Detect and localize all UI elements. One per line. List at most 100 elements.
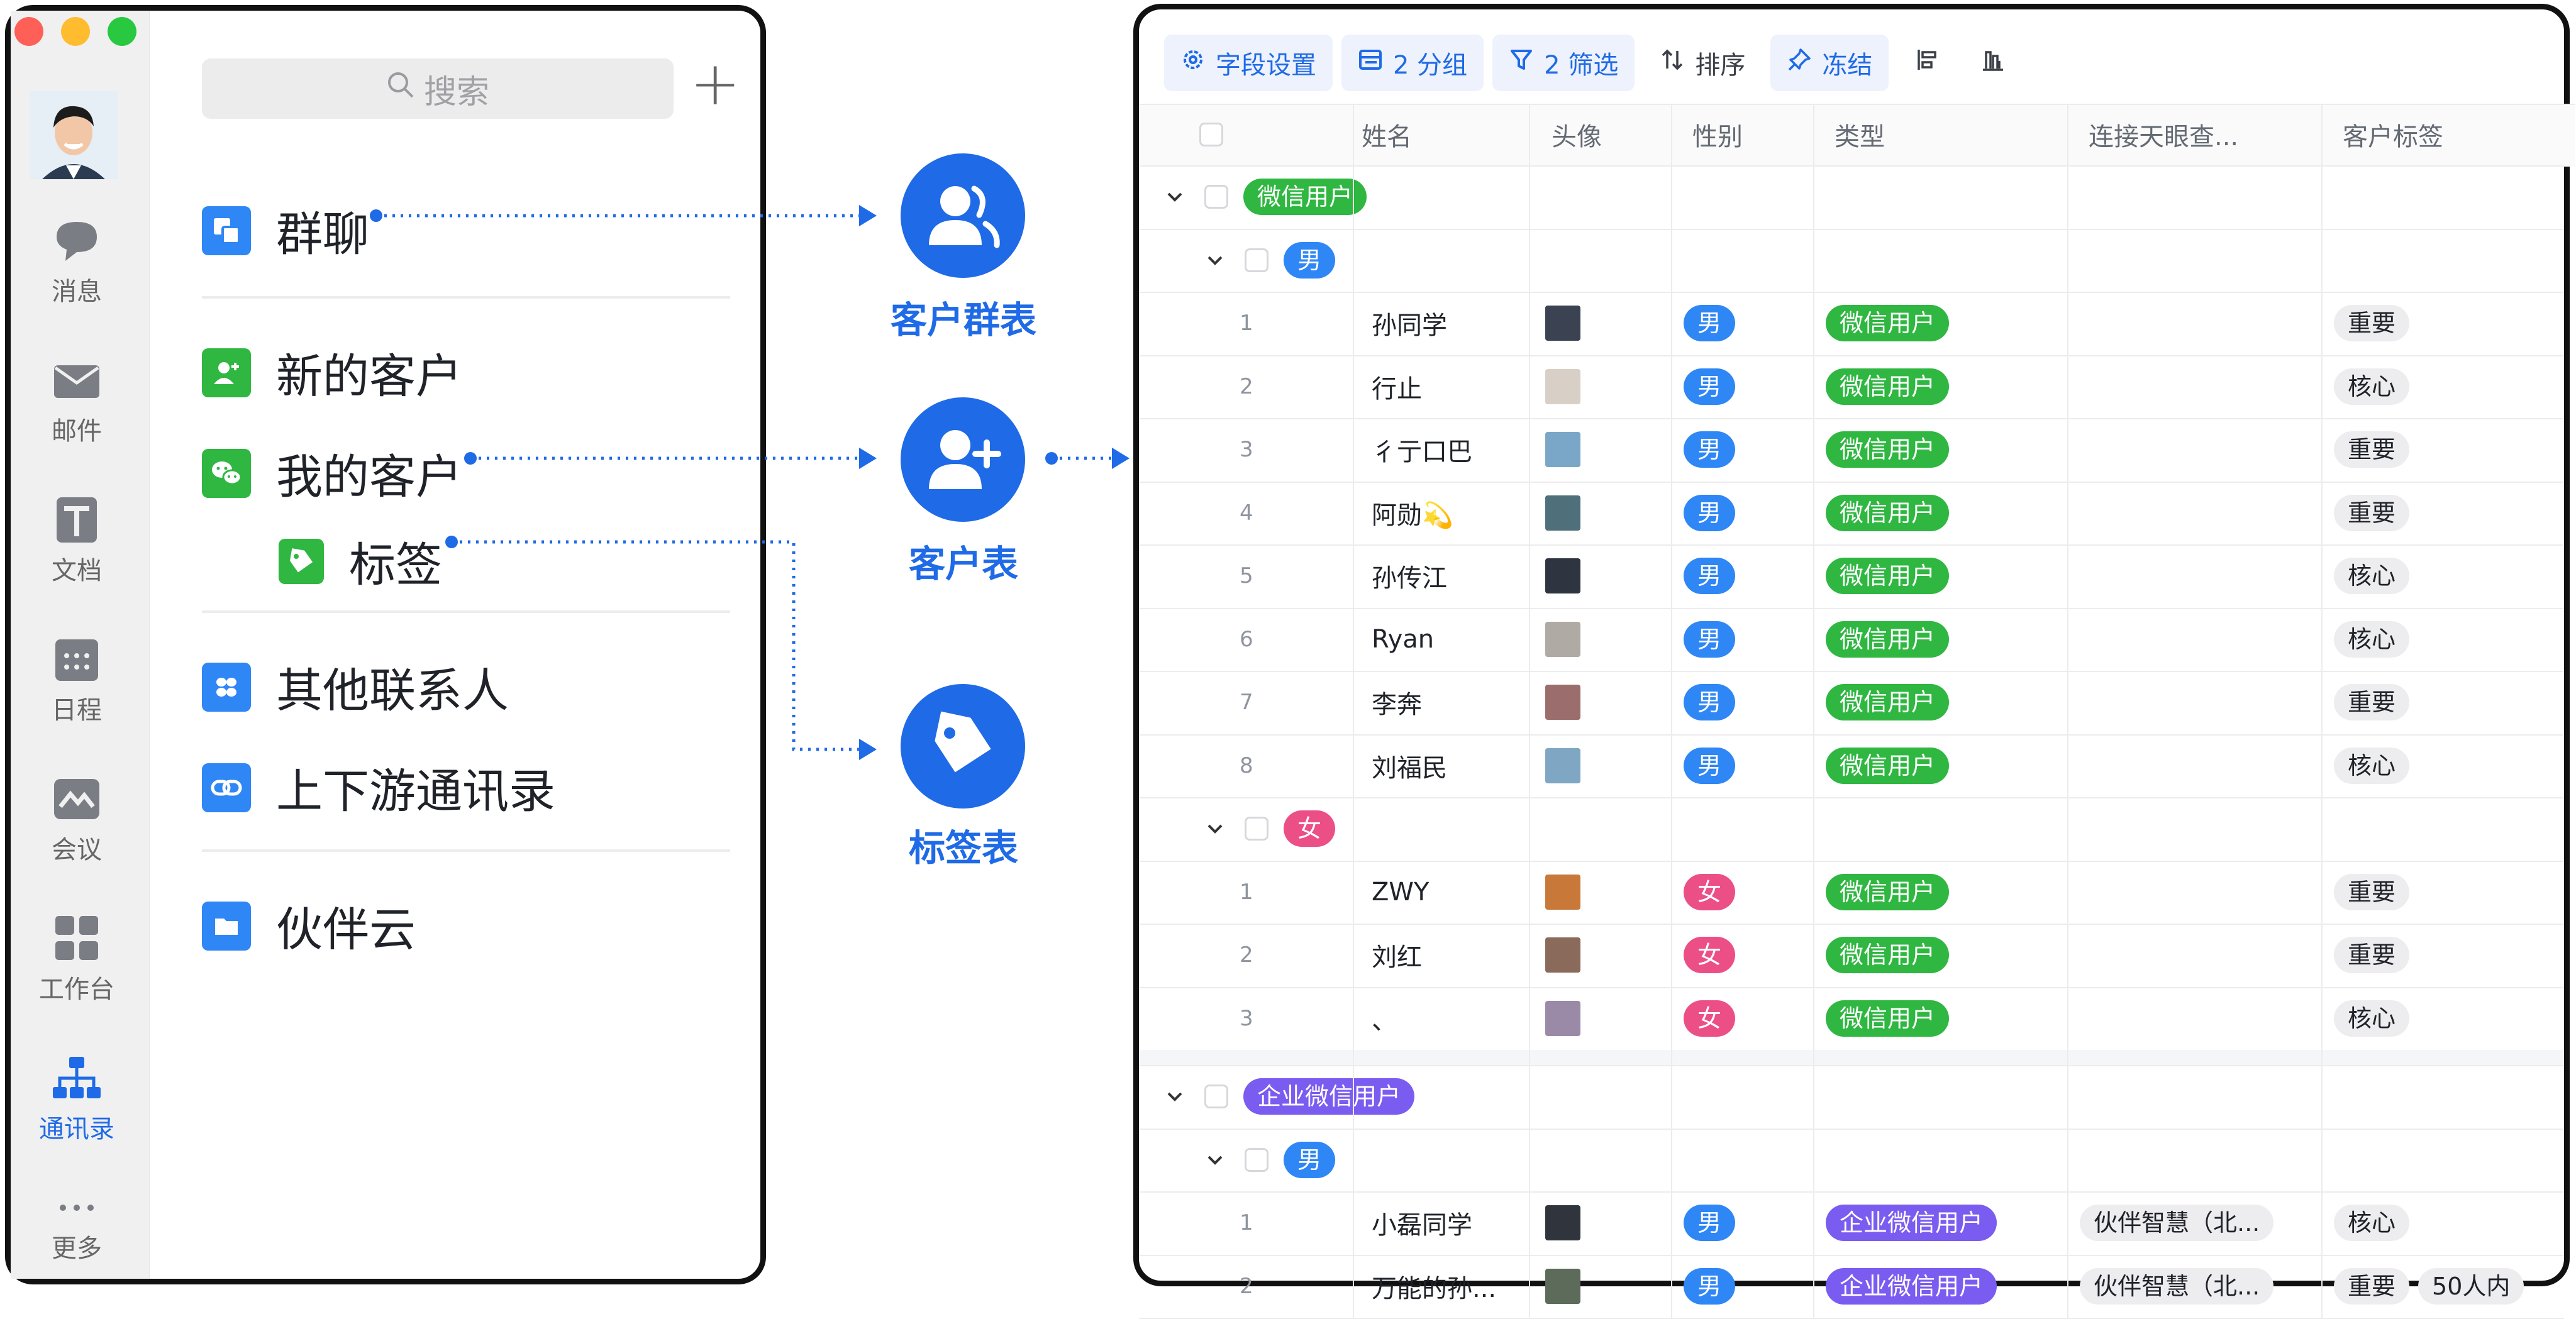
- customer-name[interactable]: 阿勋💫: [1372, 500, 1453, 530]
- customer-name[interactable]: 刘福民: [1372, 753, 1447, 783]
- gender-pill[interactable]: 女: [1684, 873, 1736, 910]
- filter-button[interactable]: 2 筛选: [1492, 35, 1635, 91]
- column-header-type[interactable]: 类型: [1835, 123, 1885, 152]
- type-pill[interactable]: 企业微信用户: [1826, 1205, 1997, 1242]
- gender-pill[interactable]: 男: [1684, 1205, 1736, 1242]
- gender-pill[interactable]: 男: [1684, 558, 1736, 595]
- group-button[interactable]: 2 分组: [1341, 35, 1484, 91]
- column-header-name[interactable]: 姓名: [1362, 123, 1412, 152]
- type-pill[interactable]: 微信用户: [1826, 305, 1950, 342]
- menu-other-contacts[interactable]: 其他联系人: [202, 653, 509, 720]
- column-header-gender[interactable]: 性别: [1692, 123, 1743, 152]
- group-label-pill[interactable]: 企业微信用户: [1243, 1078, 1415, 1115]
- customer-tag-pill[interactable]: 重要: [2334, 684, 2410, 721]
- customer-name[interactable]: 李奔: [1372, 690, 1422, 720]
- menu-supply-chain[interactable]: 上下游通讯录: [202, 754, 555, 821]
- customer-tag-pill[interactable]: 核心: [2334, 621, 2410, 658]
- type-pill[interactable]: 微信用户: [1826, 431, 1950, 468]
- expand-chevron-icon[interactable]: [1204, 229, 1226, 292]
- customer-tag-pill[interactable]: 核心: [2334, 747, 2410, 784]
- customer-group-table-button[interactable]: [901, 153, 1025, 278]
- gender-pill[interactable]: 男: [1684, 431, 1736, 468]
- type-pill[interactable]: 企业微信用户: [1826, 1267, 1997, 1305]
- rail-more[interactable]: 更多: [11, 1195, 143, 1264]
- group-label-pill[interactable]: 男: [1284, 241, 1336, 279]
- expand-chevron-icon[interactable]: [1204, 797, 1226, 861]
- customer-tag-pill[interactable]: 重要: [2334, 937, 2410, 974]
- customer-tag-pill[interactable]: 核心: [2334, 558, 2410, 595]
- customer-tag-pill[interactable]: 重要: [2334, 431, 2410, 468]
- customer-name[interactable]: ZWY: [1372, 877, 1430, 907]
- company-pill[interactable]: 伙伴智慧（北...: [2080, 1205, 2274, 1242]
- freeze-button[interactable]: 冻结: [1770, 35, 1889, 91]
- customer-tag-pill[interactable]: 重要: [2334, 1267, 2410, 1305]
- customer-tag-pill[interactable]: 核心: [2334, 368, 2410, 405]
- group-checkbox[interactable]: [1204, 1065, 1228, 1129]
- customer-tag-pill[interactable]: 核心: [2334, 1205, 2410, 1242]
- type-pill[interactable]: 微信用户: [1826, 747, 1950, 784]
- field-settings-button[interactable]: 字段设置: [1164, 35, 1333, 91]
- group-label-pill[interactable]: 男: [1284, 1141, 1336, 1178]
- type-pill[interactable]: 微信用户: [1826, 684, 1950, 721]
- type-pill[interactable]: 微信用户: [1826, 1000, 1950, 1037]
- rail-workbench[interactable]: 工作台: [11, 916, 143, 1005]
- select-all-checkbox[interactable]: [1199, 123, 1223, 146]
- menu-new-customer[interactable]: 新的客户: [202, 339, 462, 406]
- group-checkbox[interactable]: [1245, 797, 1269, 861]
- rail-calendar[interactable]: 日程: [11, 637, 143, 726]
- minimize-window-button[interactable]: [61, 17, 90, 46]
- customer-tag-pill[interactable]: 重要: [2334, 873, 2410, 910]
- company-pill[interactable]: 伙伴智慧（北...: [2080, 1267, 2274, 1305]
- search-input[interactable]: 搜索: [202, 58, 674, 119]
- rail-messages[interactable]: 消息: [11, 218, 143, 307]
- customer-name[interactable]: 孙传江: [1372, 564, 1447, 593]
- type-pill[interactable]: 微信用户: [1826, 621, 1950, 658]
- sort-button[interactable]: 排序: [1643, 35, 1762, 91]
- type-pill[interactable]: 微信用户: [1826, 494, 1950, 531]
- customer-name[interactable]: 刘红: [1372, 943, 1422, 973]
- group-checkbox[interactable]: [1245, 229, 1269, 292]
- customer-name[interactable]: 行止: [1372, 374, 1422, 404]
- gender-pill[interactable]: 男: [1684, 494, 1736, 531]
- add-contact-button[interactable]: +: [690, 48, 741, 119]
- customer-tag-pill[interactable]: 重要: [2334, 494, 2410, 531]
- gender-pill[interactable]: 男: [1684, 368, 1736, 405]
- customer-tag-pill[interactable]: 50人内: [2418, 1267, 2524, 1305]
- tag-table-button[interactable]: [901, 684, 1025, 809]
- customer-name[interactable]: Ryan: [1372, 624, 1435, 654]
- group-checkbox[interactable]: [1204, 165, 1228, 229]
- menu-my-customer[interactable]: 我的客户: [202, 439, 462, 507]
- customer-tag-pill[interactable]: 核心: [2334, 1000, 2410, 1037]
- column-chart-button[interactable]: [1964, 35, 2022, 91]
- user-avatar[interactable]: [30, 91, 118, 179]
- gender-pill[interactable]: 女: [1684, 1000, 1736, 1037]
- menu-partner-cloud[interactable]: 伙伴云: [202, 892, 416, 959]
- gender-pill[interactable]: 男: [1684, 621, 1736, 658]
- customer-name[interactable]: 孙同学: [1372, 311, 1447, 341]
- expand-chevron-icon[interactable]: [1164, 1065, 1185, 1129]
- gender-pill[interactable]: 女: [1684, 937, 1736, 974]
- type-pill[interactable]: 微信用户: [1826, 368, 1950, 405]
- customer-name[interactable]: 万能的孙...: [1372, 1274, 1497, 1303]
- row-height-button[interactable]: [1897, 35, 1955, 91]
- gender-pill[interactable]: 男: [1684, 747, 1736, 784]
- column-header-avatar[interactable]: 头像: [1552, 123, 1602, 152]
- menu-group-chat[interactable]: 群聊: [202, 197, 369, 264]
- column-header-tianyancha[interactable]: 连接天眼查...: [2089, 123, 2239, 152]
- gender-pill[interactable]: 男: [1684, 684, 1736, 721]
- group-checkbox[interactable]: [1245, 1129, 1269, 1192]
- customer-name[interactable]: 彳亍口巴: [1372, 438, 1472, 467]
- group-label-pill[interactable]: 微信用户: [1243, 179, 1367, 216]
- expand-chevron-icon[interactable]: [1204, 1129, 1226, 1192]
- gender-pill[interactable]: 男: [1684, 1267, 1736, 1305]
- zoom-window-button[interactable]: [108, 17, 136, 46]
- expand-chevron-icon[interactable]: [1164, 165, 1185, 229]
- group-label-pill[interactable]: 女: [1284, 810, 1336, 847]
- type-pill[interactable]: 微信用户: [1826, 558, 1950, 595]
- column-header-customer-tag[interactable]: 客户标签: [2343, 123, 2443, 152]
- customer-name[interactable]: 小磊同学: [1372, 1211, 1472, 1240]
- rail-mail[interactable]: 邮件: [11, 358, 143, 447]
- close-window-button[interactable]: [14, 17, 43, 46]
- type-pill[interactable]: 微信用户: [1826, 937, 1950, 974]
- customer-table-button[interactable]: [901, 397, 1025, 522]
